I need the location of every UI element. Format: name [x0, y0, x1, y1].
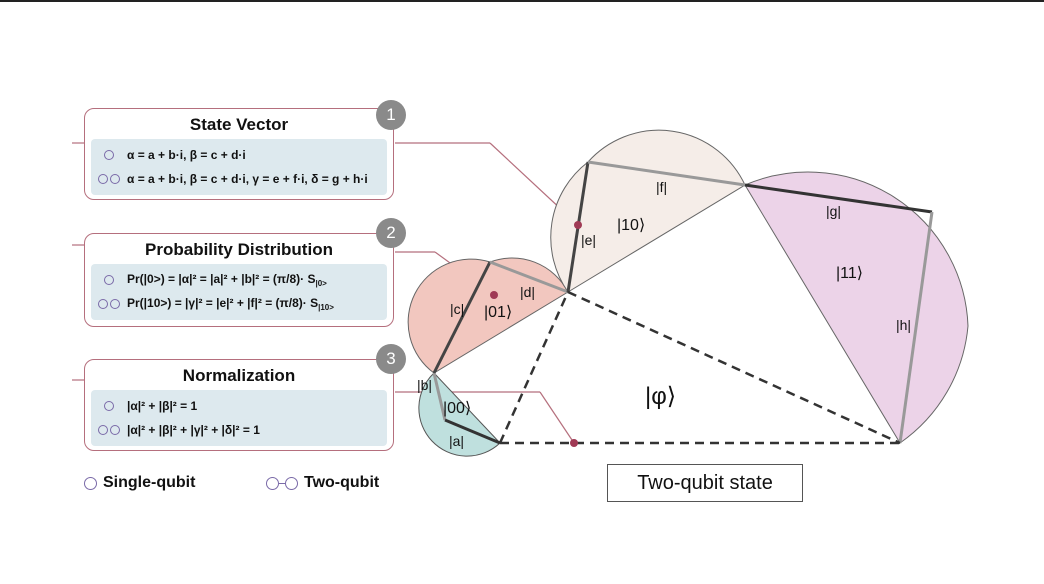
label-c: |c| — [450, 301, 464, 317]
legend-two-qubit: Two-qubit — [266, 474, 379, 492]
panel-title: Normalization — [182, 366, 296, 385]
panel-title: State Vector — [189, 115, 289, 134]
legend-single-label: Single-qubit — [103, 474, 196, 491]
region-11 — [744, 171, 969, 444]
step-badge-1: 1 — [376, 100, 406, 130]
single-qubit-row: |α|² + |β|² = 1 — [91, 394, 387, 418]
label-ket-11: |11⟩ — [836, 265, 863, 282]
label-a: |a| — [449, 433, 464, 449]
edge-g — [744, 183, 933, 214]
single-qubit-row: α = a + b·i, β = c + d·i — [91, 143, 387, 167]
panel-body: α = a + b·i, β = c + d·i α = a + b·i, β … — [91, 139, 387, 195]
two-qubit-formula: |α|² + |β|² + |γ|² + |δ|² = 1 — [127, 423, 260, 437]
single-qubit-icon — [91, 150, 127, 160]
label-d: |d| — [520, 284, 535, 300]
top-border — [0, 0, 1044, 2]
edge-d — [489, 260, 569, 294]
legend-two-label: Two-qubit — [304, 474, 380, 491]
marker-dot-1 — [574, 221, 582, 229]
panel-title: Probability Distribution — [145, 240, 333, 259]
panel-body: |α|² + |β|² = 1 |α|² + |β|² + |γ|² + |δ|… — [91, 390, 387, 446]
single-qubit-row: Pr(|0>) = |α|² = |a|² + |b|² = (π/8)· S|… — [91, 268, 387, 292]
label-g: |g| — [826, 203, 841, 219]
edge-h — [898, 211, 934, 444]
probability-panel: Probability Distribution Pr(|0>) = |α|² … — [84, 233, 394, 327]
two-qubit-icon — [91, 174, 127, 184]
two-qubit-icon — [266, 476, 298, 490]
edge-c — [432, 261, 492, 374]
normalization-panel: Normalization |α|² + |β|² = 1 |α|² + |β|… — [84, 359, 394, 451]
step-badge-3: 3 — [376, 344, 406, 374]
marker-dot-2 — [490, 291, 498, 299]
label-f: |f| — [656, 179, 667, 195]
two-qubit-formula: α = a + b·i, β = c + d·i, γ = e + f·i, δ… — [127, 172, 368, 186]
edge-f — [587, 160, 746, 187]
label-ket-01: |01⟩ — [484, 304, 512, 321]
region-10 — [550, 129, 746, 293]
edge-a — [444, 418, 501, 445]
label-h: |h| — [896, 317, 911, 333]
state-vector-panel: State Vector α = a + b·i, β = c + d·i α … — [84, 108, 394, 200]
diagram-caption: Two-qubit state — [607, 464, 803, 502]
single-qubit-formula: Pr(|0>) = |α|² = |a|² + |b|² = (π/8)· S|… — [127, 272, 327, 288]
connector-3b — [539, 391, 575, 444]
two-qubit-row: Pr(|10>) = |γ|² = |e|² + |f|² = (π/8)· S… — [91, 292, 387, 316]
panel-body: Pr(|0>) = |α|² = |a|² + |b|² = (π/8)· S|… — [91, 264, 387, 320]
two-qubit-formula: Pr(|10>) = |γ|² = |e|² + |f|² = (π/8)· S… — [127, 296, 334, 312]
single-qubit-icon — [91, 275, 127, 285]
marker-dot-3 — [570, 439, 578, 447]
step-badge-2: 2 — [376, 218, 406, 248]
single-qubit-formula: α = a + b·i, β = c + d·i — [127, 148, 246, 162]
single-qubit-icon — [84, 476, 97, 490]
label-ket-00: |00⟩ — [443, 400, 471, 417]
two-qubit-icon — [91, 425, 127, 435]
single-qubit-icon — [91, 401, 127, 411]
edge-b — [432, 372, 447, 421]
two-qubit-row: α = a + b·i, β = c + d·i, γ = e + f·i, δ… — [91, 167, 387, 191]
phi-triangle — [498, 290, 901, 445]
two-qubit-icon — [91, 299, 127, 309]
label-e: |e| — [581, 232, 596, 248]
label-b: |b| — [417, 377, 432, 393]
single-qubit-formula: |α|² + |β|² = 1 — [127, 399, 198, 413]
legend-single-qubit: Single-qubit — [84, 474, 195, 492]
two-qubit-row: |α|² + |β|² + |γ|² + |δ|² = 1 — [91, 418, 387, 442]
label-phi: |φ⟩ — [645, 383, 676, 410]
label-ket-10: |10⟩ — [617, 217, 645, 234]
